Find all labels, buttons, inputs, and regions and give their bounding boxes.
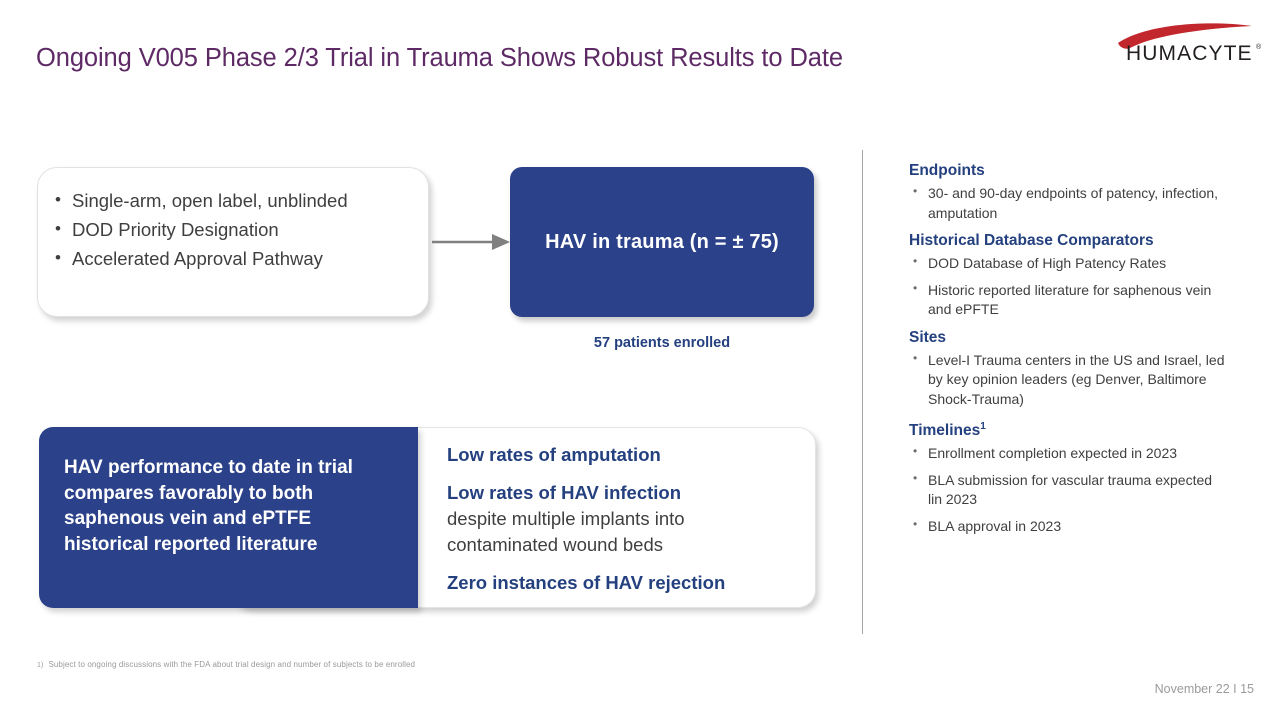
footnote-marker: 1): [37, 662, 44, 669]
section-heading-sites: Sites: [909, 327, 1227, 348]
list-item: DOD Priority Designation: [55, 216, 410, 243]
humacyte-logo: HUMACYTE ®: [1112, 22, 1268, 68]
results-point-strong: Zero instances of HAV rejection: [447, 572, 726, 593]
page-title: Ongoing V005 Phase 2/3 Trial in Trauma S…: [36, 44, 843, 72]
results-point-strong: Low rates of amputation: [447, 444, 661, 465]
list-item: 30- and 90-day endpoints of patency, inf…: [909, 182, 1227, 223]
hav-trauma-box: HAV in trauma (n = ± 75): [510, 167, 814, 317]
section-heading-text: Endpoints: [909, 162, 985, 179]
results-points-list: Low rates of amputation Low rates of HAV…: [447, 441, 797, 596]
logo-registered-icon: ®: [1256, 43, 1262, 51]
results-statement-text: HAV performance to date in trial compare…: [64, 457, 353, 555]
footnote-text: Subject to ongoing discussions with the …: [48, 660, 416, 669]
list-item: Level-I Trauma centers in the US and Isr…: [909, 349, 1227, 410]
list-item: BLA approval in 2023: [909, 515, 1227, 537]
results-point-strong: Low rates of HAV infection: [447, 482, 682, 503]
section-heading-text: Timelines: [909, 422, 981, 440]
spacer: [447, 558, 797, 569]
comparators-list: DOD Database of High Patency Rates Histo…: [909, 252, 1227, 320]
section-heading-text: Sites: [909, 328, 947, 346]
section-heading-endpoints: Endpoints: [909, 160, 1227, 181]
footnote: 1) Subject to ongoing discussions with th…: [37, 660, 415, 669]
logo-wordmark: HUMACYTE: [1126, 42, 1253, 65]
list-item: DOD Database of High Patency Rates: [909, 252, 1227, 274]
footnote-ref: 1: [980, 421, 986, 432]
results-point-plain: despite multiple implants into contamina…: [447, 508, 685, 555]
section-heading-text: Historical Database Comparators: [909, 232, 1154, 249]
section-heading-comparators: Historical Database Comparators: [909, 230, 1227, 251]
vertical-divider: [862, 150, 863, 634]
list-item: Historic reported literature for sapheno…: [909, 279, 1227, 320]
endpoints-list: 30- and 90-day endpoints of patency, inf…: [909, 182, 1227, 223]
list-item: Accelerated Approval Pathway: [55, 245, 410, 272]
slide-date: November 22 I 15: [1154, 682, 1254, 696]
list-item: Single-arm, open label, unblinded: [55, 187, 410, 214]
spacer: [447, 468, 797, 479]
patients-enrolled-caption: 57 patients enrolled: [593, 335, 731, 351]
results-statement-panel: HAV performance to date in trial compare…: [39, 427, 418, 608]
timelines-list: Enrollment completion expected in 2023 B…: [909, 442, 1227, 537]
trial-design-bullet-list: Single-arm, open label, unblinded DOD Pr…: [38, 168, 428, 272]
hav-trauma-label: HAV in trauma (n = ± 75): [545, 230, 779, 253]
right-arrow-icon: [430, 228, 514, 256]
trial-design-card: Single-arm, open label, unblinded DOD Pr…: [37, 167, 429, 317]
logo-swoosh-icon: [1118, 23, 1252, 49]
sites-list: Level-I Trauma centers in the US and Isr…: [909, 349, 1227, 410]
list-item: Enrollment completion expected in 2023: [909, 442, 1227, 464]
details-column: Endpoints 30- and 90-day endpoints of pa…: [909, 160, 1227, 543]
section-heading-timelines: Timelines1: [909, 416, 1227, 441]
list-item: BLA submission for vascular trauma expec…: [909, 469, 1227, 510]
